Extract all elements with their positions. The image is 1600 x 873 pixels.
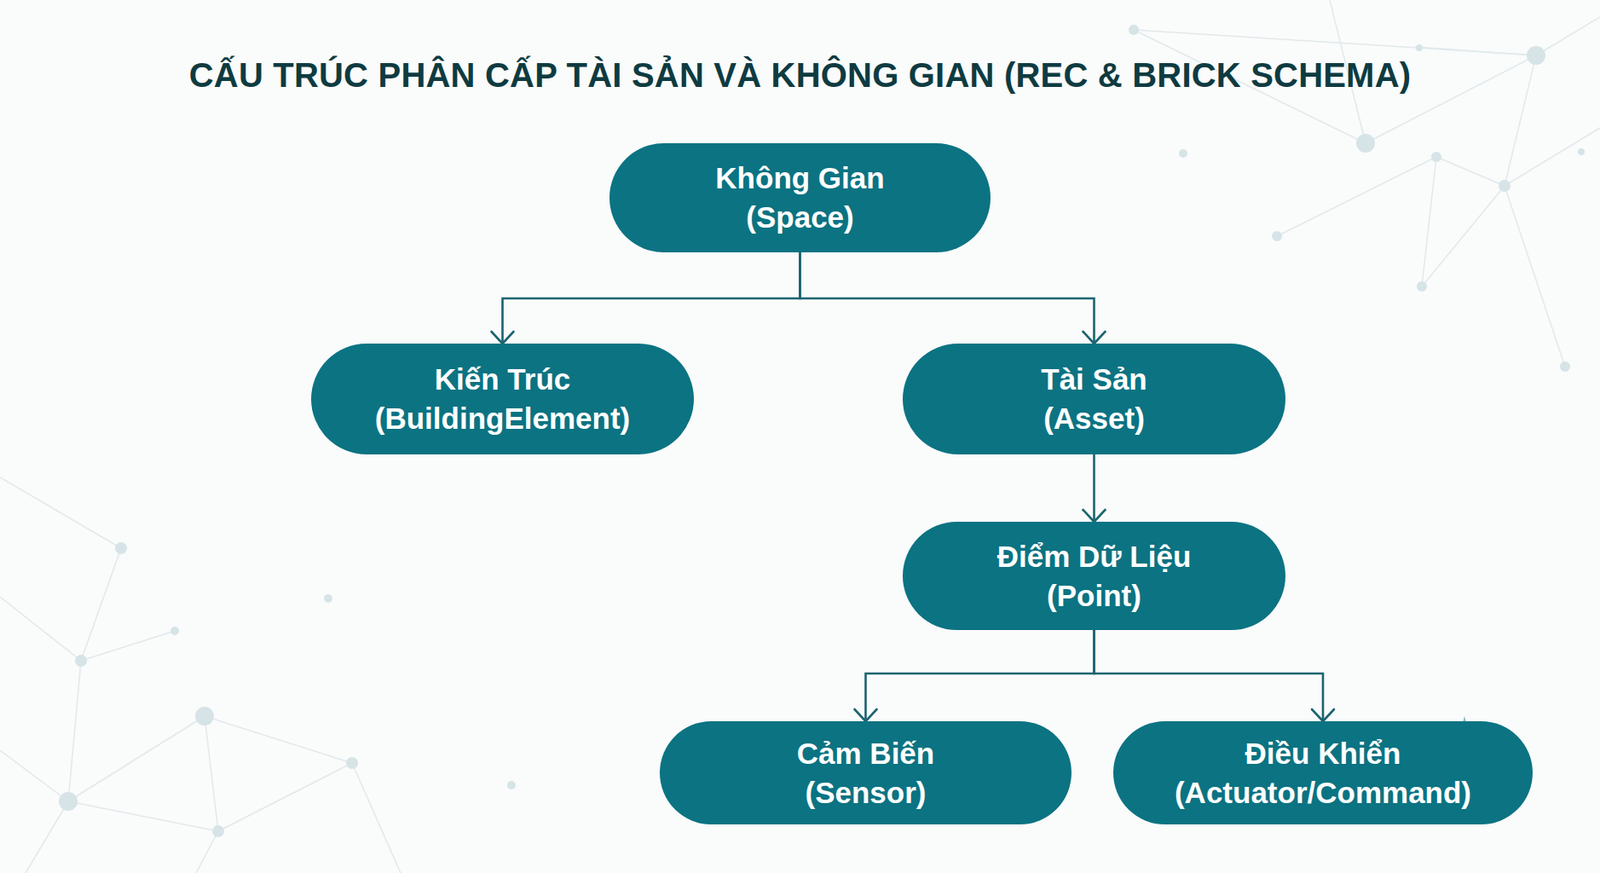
node-label: Kiến Trúc bbox=[434, 359, 571, 399]
diagram-title: CẤU TRÚC PHÂN CẤP TÀI SẢN VÀ KHÔNG GIAN … bbox=[0, 56, 1600, 95]
hierarchy-connector bbox=[866, 629, 1095, 722]
node-term: (Actuator/Command) bbox=[1174, 773, 1472, 813]
node-label: Tài Sản bbox=[1040, 359, 1147, 399]
node-label: Điều Khiển bbox=[1245, 733, 1402, 774]
pill-box: Cảm Biến(Sensor) bbox=[659, 721, 1072, 825]
pill-box: Không Gian(Space) bbox=[609, 143, 991, 253]
node-label: Điểm Dữ Liệu bbox=[997, 537, 1192, 577]
node-term: (Point) bbox=[1046, 576, 1142, 616]
pill-box: Kiến Trúc(BuildingElement) bbox=[311, 343, 694, 455]
pill-box: Điều Khiển(Actuator/Command) bbox=[1113, 721, 1533, 825]
hierarchy-connector bbox=[800, 252, 1095, 344]
node-term: (BuildingElement) bbox=[375, 398, 630, 439]
node-term: (Asset) bbox=[1043, 398, 1145, 439]
pill-box: Tài Sản(Asset) bbox=[902, 343, 1286, 455]
hierarchy-connector bbox=[1092, 454, 1096, 522]
hierarchy-connector bbox=[1094, 629, 1324, 722]
pill-box: Điểm Dữ Liệu(Point) bbox=[902, 521, 1286, 630]
hierarchy-connector bbox=[502, 252, 801, 344]
node-term: (Space) bbox=[745, 197, 854, 237]
node-label: Không Gian bbox=[715, 158, 884, 198]
node-label: Cảm Biến bbox=[797, 733, 935, 774]
node-term: (Sensor) bbox=[805, 773, 927, 813]
